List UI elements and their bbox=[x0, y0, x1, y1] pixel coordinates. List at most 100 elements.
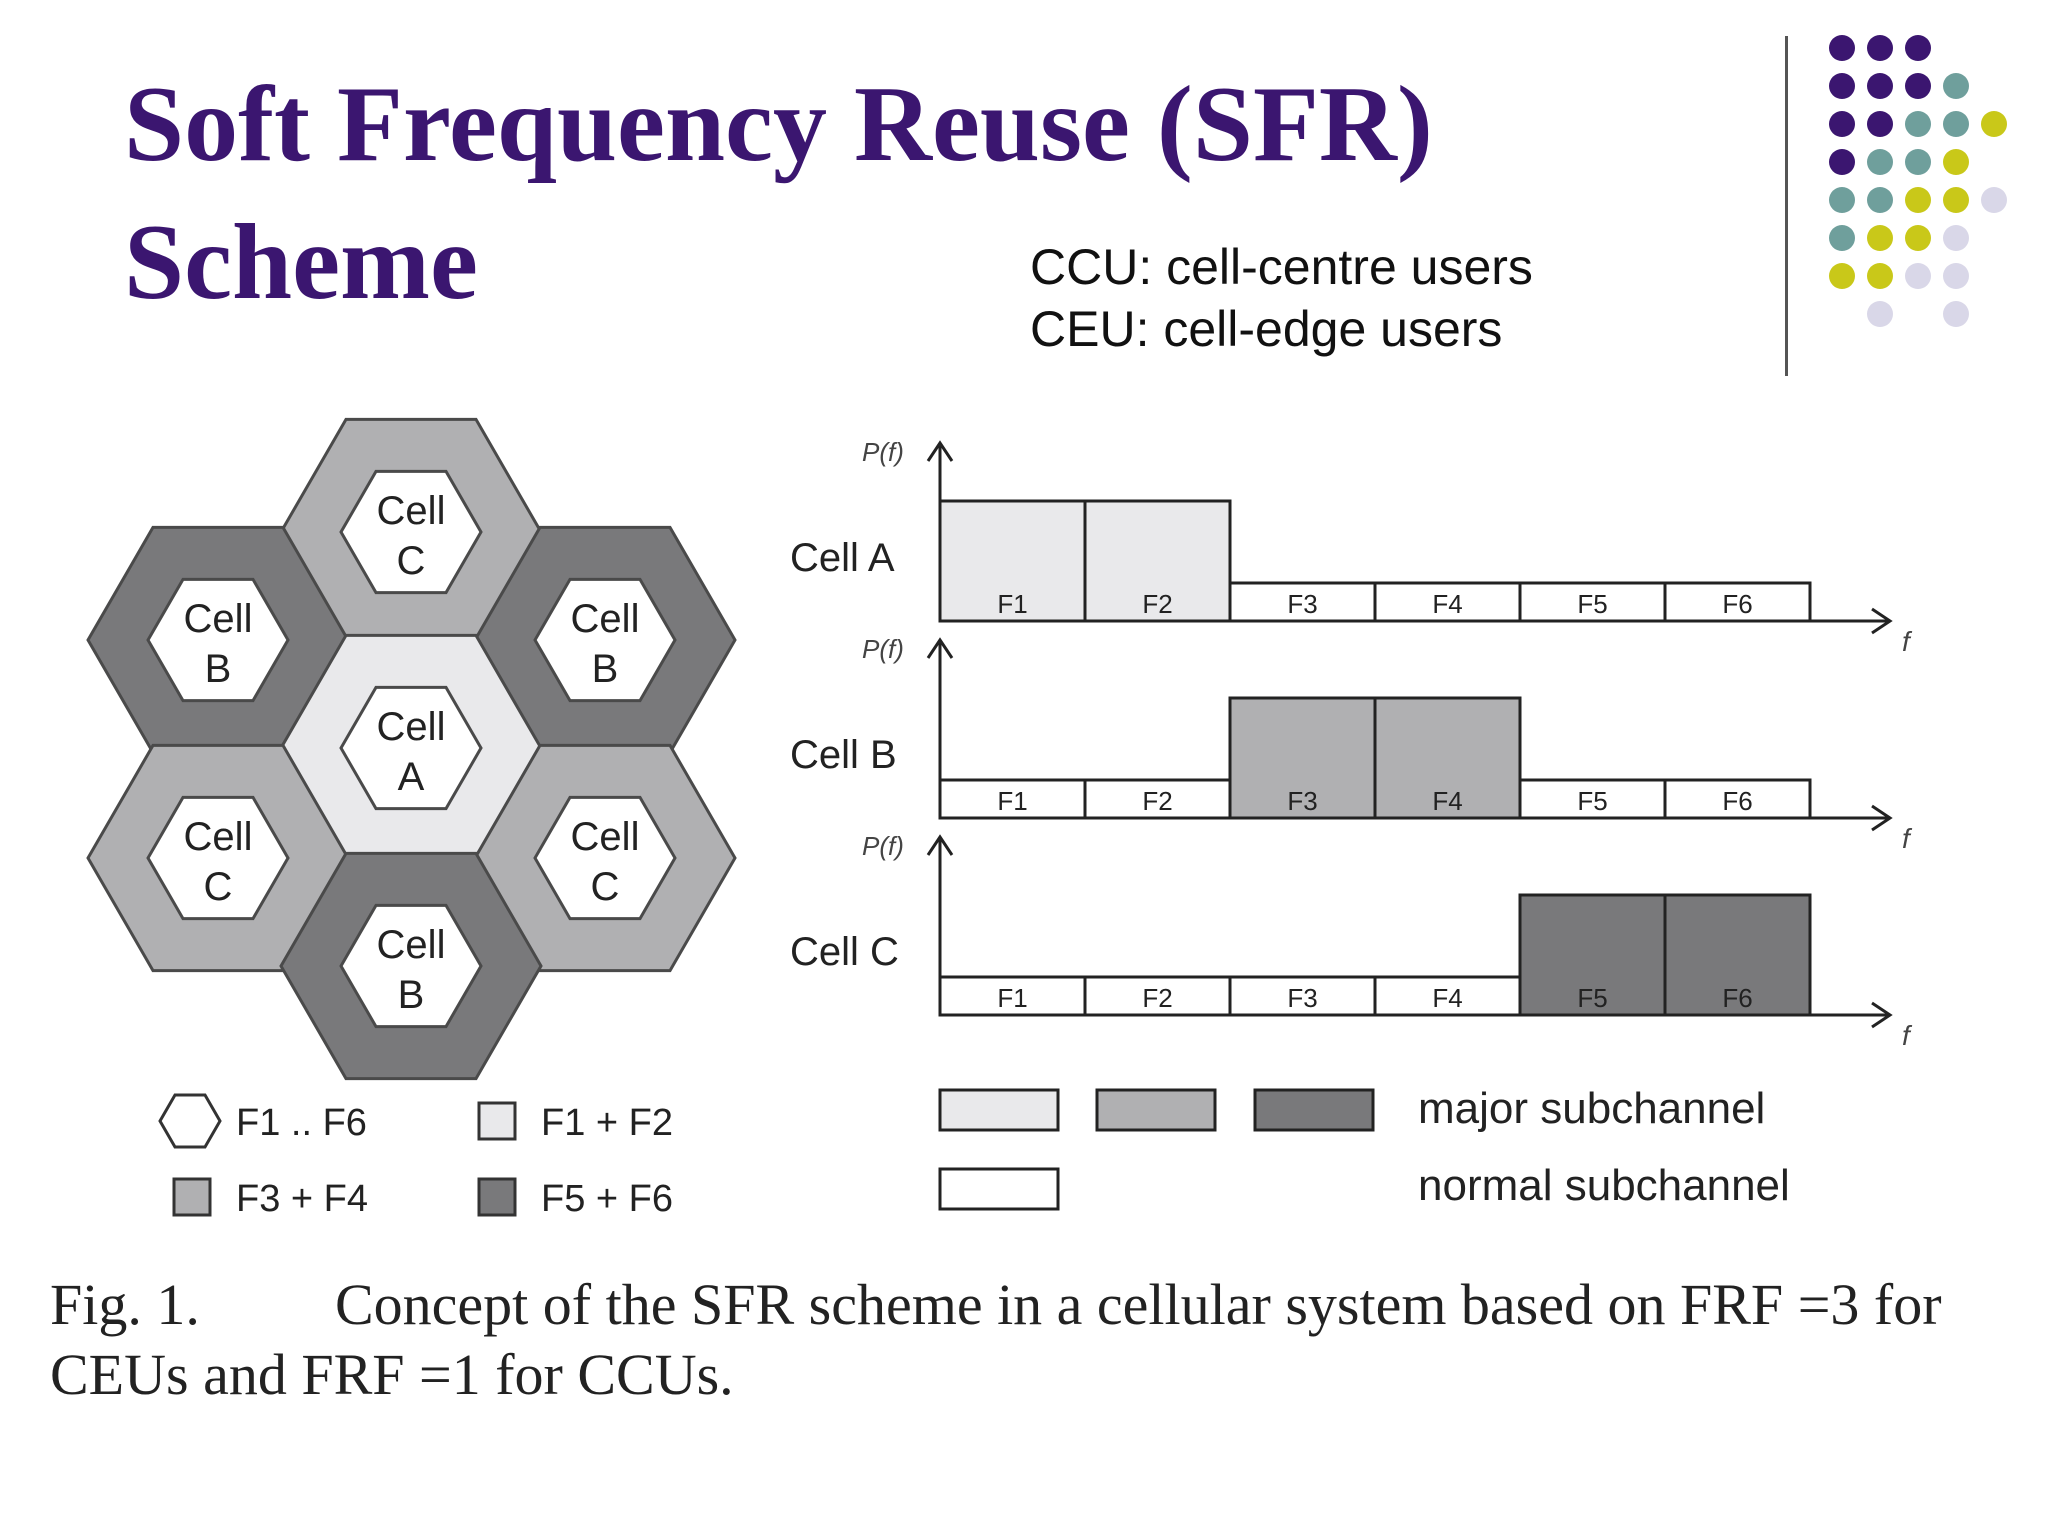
hex-cell-letter: B bbox=[205, 647, 232, 691]
decorative-dot bbox=[1867, 301, 1893, 327]
subchannel-label: F6 bbox=[1722, 983, 1752, 1013]
normal-subchannel-block bbox=[1663, 778, 1812, 820]
spectrum-cell-label: Cell B bbox=[790, 733, 897, 777]
decorative-dot bbox=[1943, 263, 1969, 289]
abbreviation-definitions: CCU: cell-centre users CEU: cell-edge us… bbox=[1030, 236, 1533, 360]
normal-subchannel-block bbox=[1518, 778, 1667, 820]
normal-subchannel-block bbox=[938, 975, 1087, 1017]
legend-swatch bbox=[172, 1177, 212, 1217]
subchannel-label: F6 bbox=[1722, 786, 1752, 816]
decorative-dot bbox=[1943, 111, 1969, 137]
major-subchannel-block bbox=[1663, 893, 1812, 1017]
normal-subchannel-block bbox=[938, 778, 1087, 820]
subchannel-label: F2 bbox=[1142, 983, 1172, 1013]
subchannel-label: F3 bbox=[1287, 786, 1317, 816]
slide-title: Soft Frequency Reuse (SFR) Scheme bbox=[124, 56, 1564, 332]
legend-swatch bbox=[477, 1177, 517, 1217]
legend-label: F1 + F2 bbox=[541, 1102, 673, 1144]
y-axis-label: P(f) bbox=[862, 437, 904, 467]
title-line-2: Scheme bbox=[124, 203, 478, 322]
hex-cell-center bbox=[339, 903, 483, 1029]
title-line-1: Soft Frequency Reuse (SFR) bbox=[124, 65, 1433, 184]
normal-subchannel-swatch bbox=[938, 1167, 1060, 1211]
legend-label: F1 .. F6 bbox=[236, 1102, 367, 1144]
figure-caption: Fig. 1.Concept of the SFR scheme in a ce… bbox=[50, 1270, 2010, 1410]
subchannel-label: F5 bbox=[1577, 786, 1607, 816]
spectrum-cell-label: Cell C bbox=[790, 930, 899, 974]
x-axis-label: f bbox=[1902, 1020, 1913, 1051]
hex-cell-label: Cell bbox=[571, 815, 640, 859]
subchannel-label: F1 bbox=[997, 589, 1027, 619]
x-axis-label: f bbox=[1902, 823, 1913, 854]
title-divider bbox=[1785, 36, 1788, 376]
normal-subchannel-block bbox=[1518, 581, 1667, 623]
decorative-dot bbox=[1943, 301, 1969, 327]
subchannel-label: F5 bbox=[1577, 589, 1607, 619]
y-axis-arrow bbox=[926, 440, 954, 462]
decorative-dot bbox=[1905, 111, 1931, 137]
hex-cell-label: Cell bbox=[184, 815, 253, 859]
subchannel-label: F1 bbox=[997, 983, 1027, 1013]
hex-cell-letter: C bbox=[591, 865, 620, 909]
decorative-dot bbox=[1905, 73, 1931, 99]
hex-cell-center bbox=[339, 685, 483, 811]
major-subchannel-block bbox=[938, 499, 1087, 623]
definition-ccu: CCU: cell-centre users bbox=[1030, 239, 1533, 295]
decorative-dot bbox=[1943, 149, 1969, 175]
subchannel-label: F4 bbox=[1432, 589, 1462, 619]
legend-hexagon-swatch bbox=[158, 1093, 222, 1149]
major-subchannel-swatch bbox=[938, 1088, 1060, 1132]
x-axis-arrow bbox=[1871, 804, 1893, 832]
decorative-dot bbox=[1829, 111, 1855, 137]
major-subchannel-swatch bbox=[1253, 1088, 1375, 1132]
decorative-dot bbox=[1943, 187, 1969, 213]
decorative-dot bbox=[1905, 149, 1931, 175]
decorative-dot bbox=[1829, 263, 1855, 289]
hex-cell-label: Cell bbox=[377, 923, 446, 967]
normal-subchannel-block bbox=[1663, 581, 1812, 623]
decorative-dot bbox=[1867, 263, 1893, 289]
hex-cell-label: Cell bbox=[184, 597, 253, 641]
x-axis-label: f bbox=[1902, 626, 1913, 657]
legend-item: F3 + F4 bbox=[172, 1177, 368, 1220]
hex-cell-letter: C bbox=[397, 539, 426, 583]
decorative-dot bbox=[1829, 225, 1855, 251]
legend-label: F3 + F4 bbox=[236, 1178, 368, 1220]
caption-text: Concept of the SFR scheme in a cellular … bbox=[50, 1272, 1942, 1407]
y-axis-arrow bbox=[926, 637, 954, 659]
definition-ceu: CEU: cell-edge users bbox=[1030, 301, 1503, 357]
hex-cell-label: Cell bbox=[571, 597, 640, 641]
normal-subchannel-block bbox=[1083, 778, 1232, 820]
hex-cell-letter: A bbox=[398, 755, 425, 799]
hex-cell-letter: C bbox=[204, 865, 233, 909]
decorative-dot bbox=[1829, 149, 1855, 175]
major-subchannel-swatch bbox=[1095, 1088, 1217, 1132]
decorative-dot bbox=[1829, 35, 1855, 61]
subchannel-label: F6 bbox=[1722, 589, 1752, 619]
decorative-dot bbox=[1943, 225, 1969, 251]
decorative-dot bbox=[1905, 35, 1931, 61]
decorative-dot bbox=[1905, 263, 1931, 289]
subchannel-label: F2 bbox=[1142, 589, 1172, 619]
decorative-dot bbox=[1943, 73, 1969, 99]
decorative-dot bbox=[1829, 187, 1855, 213]
decorative-dot bbox=[1867, 149, 1893, 175]
decorative-dot bbox=[1867, 35, 1893, 61]
decorative-dot bbox=[1905, 225, 1931, 251]
major-subchannel-block bbox=[1518, 893, 1667, 1017]
hex-cell-center bbox=[339, 469, 483, 595]
subchannel-label: F5 bbox=[1577, 983, 1607, 1013]
decorative-dot bbox=[1867, 225, 1893, 251]
